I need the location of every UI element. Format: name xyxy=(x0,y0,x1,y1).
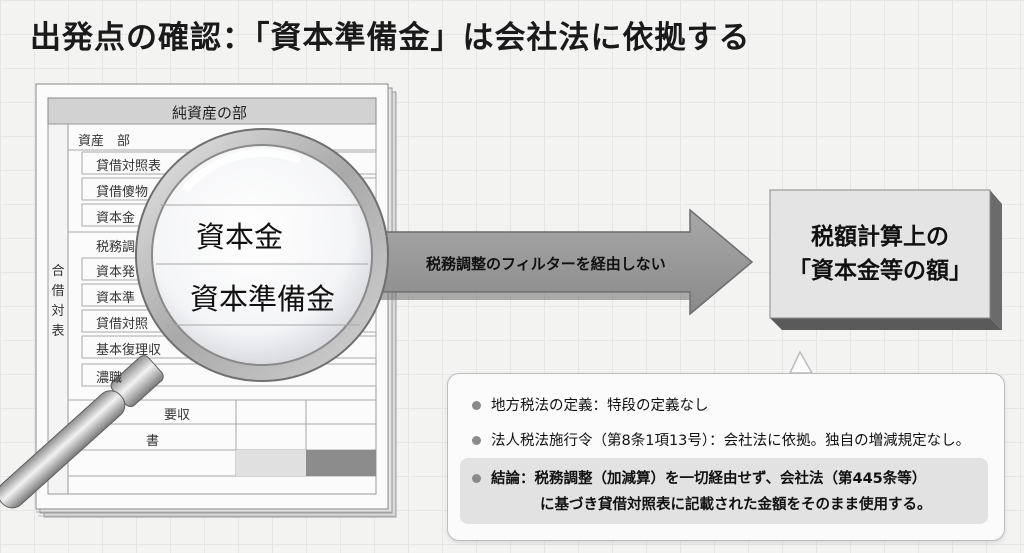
bullet-icon xyxy=(472,473,481,483)
conclusion-line-1: 結論：税務調整（加減算）を一切経由せず、会社法（第445条等） xyxy=(472,467,926,488)
bullet-icon xyxy=(472,435,481,445)
arrow-label: 税務調整のフィルターを経由しない xyxy=(426,255,666,273)
page-title: 出発点の確認：「資本準備金」は会社法に依拠する xyxy=(30,20,751,56)
balance-sheet-row: 要収 xyxy=(164,408,191,423)
conclusion-text: 結論：税務調整（加減算）を一切経由せず、会社法（第445条等） xyxy=(491,471,927,487)
balance-sheet-row: 貸借対照 xyxy=(96,317,149,332)
balance-sheet-row: 貸借対照表 xyxy=(96,159,162,174)
balance-sheet-row: 資本準 xyxy=(96,291,136,306)
result-line-1: 税額計算上の xyxy=(811,224,949,250)
balance-sheet-row: 基本復理収 xyxy=(96,343,162,358)
balance-sheet-section-label: 資産 部 xyxy=(78,134,131,149)
flow-arrow xyxy=(377,208,754,316)
result-line-2: 「資本金等の額」 xyxy=(788,258,972,284)
note-text: 法人税法施行令（第8条1項13号）：会社法に依拠。独自の増減規定なし。 xyxy=(491,433,971,449)
note-text: 地方税法の定義：特段の定義なし xyxy=(491,398,709,414)
balance-sheet-row: 貸借傻物 xyxy=(96,185,149,200)
result-box xyxy=(769,189,1002,330)
balance-sheet-header: 純資産の部 xyxy=(172,104,248,122)
callout-pointer xyxy=(788,350,814,374)
lens-item-capital-reserve: 資本準備金 xyxy=(190,282,336,316)
note-item: 法人税法施行令（第8条1項13号）：会社法に依拠。独自の増減規定なし。 xyxy=(472,429,970,450)
conclusion-line-2: に基づき貸借対照表に記載された金額をそのまま使用する。 xyxy=(540,497,932,513)
note-item: 地方税法の定義：特段の定義なし xyxy=(472,394,709,415)
balance-sheet-row: 濃職 xyxy=(96,371,123,386)
magnifier-handle xyxy=(0,355,164,509)
balance-sheet-row: 税務調 xyxy=(96,240,136,255)
magnifier-lens xyxy=(135,128,389,382)
balance-sheet-row: 資本発 xyxy=(96,265,136,280)
lens-item-capital: 資本金 xyxy=(196,220,284,254)
bullet-icon xyxy=(472,400,481,410)
conclusion-panel xyxy=(460,458,988,524)
balance-sheet-vertical-label: 合借対表 xyxy=(51,264,65,339)
balance-sheet-row: 書 xyxy=(146,434,160,449)
balance-sheet-row: 資本金 xyxy=(96,211,136,226)
